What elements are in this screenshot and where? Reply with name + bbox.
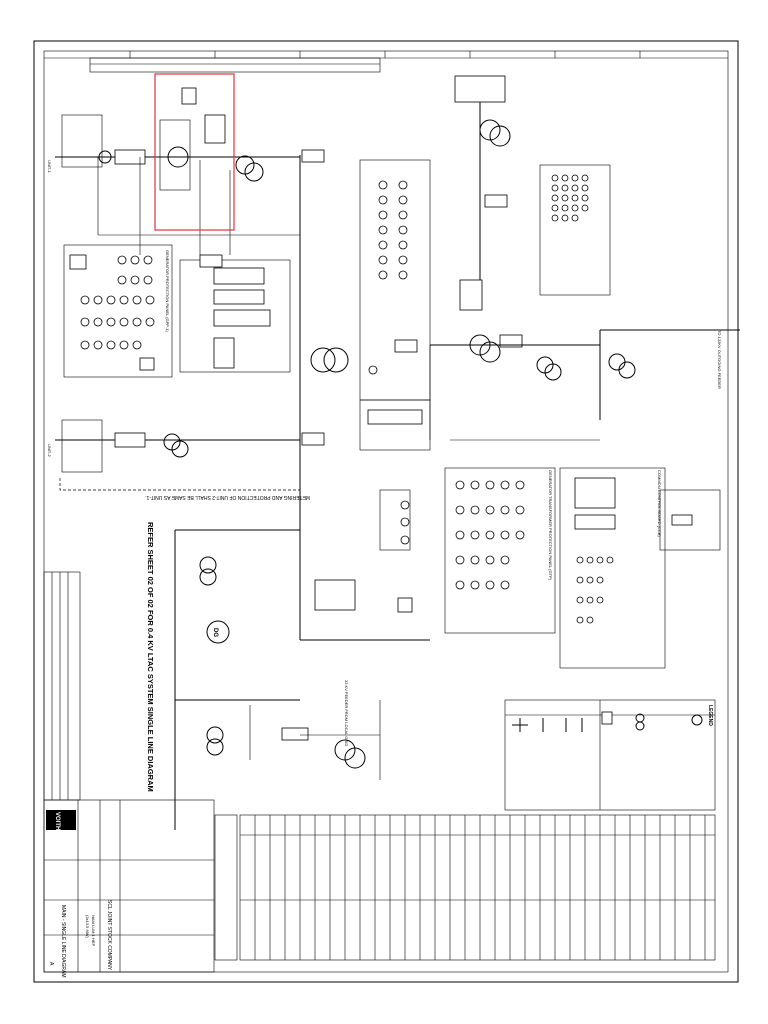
company-name: SCL JOINT STOCK COMPANY [106, 900, 112, 971]
unit2-label: UNIT-2 [47, 444, 52, 457]
sheet-letter: A [48, 962, 54, 966]
refer-sheet-note: REFER SHEET 02 OF 02 FOR 0.4 KV LTAC SYS… [146, 522, 155, 792]
unit2-metering-note: METERING AND PROTECTION OF UNIT-2 SHALL … [145, 494, 310, 500]
local-grid-label: 33 KV FEEDER FROM LOCAL GRID [344, 680, 349, 746]
project-name: NAM LUM 1 HEP [91, 915, 96, 946]
title-block: VOITH SCL JOINT STOCK COMPANY NAM LUM 1 … [43, 571, 215, 978]
gpp-panel-label: GENERATOR PROTECTION PANEL (GPP-1) [165, 250, 170, 333]
copyright-note-box [89, 57, 381, 73]
outgoing-feeder-section [429, 75, 740, 441]
logo-text: VOITH [54, 812, 60, 830]
drawing-frame [43, 50, 729, 973]
unit1-label: UNIT-1 [47, 160, 52, 173]
unit-1-section [55, 87, 300, 255]
generator-protection-panel: GENERATOR PROTECTION PANEL (GPP-1) [63, 244, 173, 378]
unit-2-section [55, 419, 325, 491]
top-grid-ruler [44, 51, 728, 59]
drawing-title: MAIN - SINGLE LINE DIAGRAM [60, 905, 66, 978]
gtp-panel: GENERATOR TRANSFORMER PROTECTION PANEL (… [444, 467, 556, 634]
gtp-panel-label: GENERATOR TRANSFORMER PROTECTION PANEL (… [548, 470, 553, 581]
main-bus-area [299, 149, 431, 641]
notes-block [214, 814, 238, 961]
abbreviation-table [239, 814, 716, 961]
unit-control-panel [179, 254, 291, 373]
outgoing-feeder-label: TO 132KV OUTGOING FEEDER [717, 330, 722, 389]
ccb-label: COMMON CONTROL BOARD (CCB) [657, 470, 662, 537]
common-control-board: COMMON CONTROL BOARD (CCB) [559, 467, 721, 669]
highlight-box[interactable] [154, 73, 235, 231]
dg-label: DG [212, 628, 218, 637]
legend-heading: LEGEND [707, 705, 713, 726]
voith-logo [46, 810, 76, 830]
project-capacity: (2x13.5 MW) [85, 915, 90, 939]
sheet-border [33, 40, 739, 983]
legend-box: LEGEND [504, 699, 716, 811]
auxiliary-supply-section [174, 529, 381, 830]
